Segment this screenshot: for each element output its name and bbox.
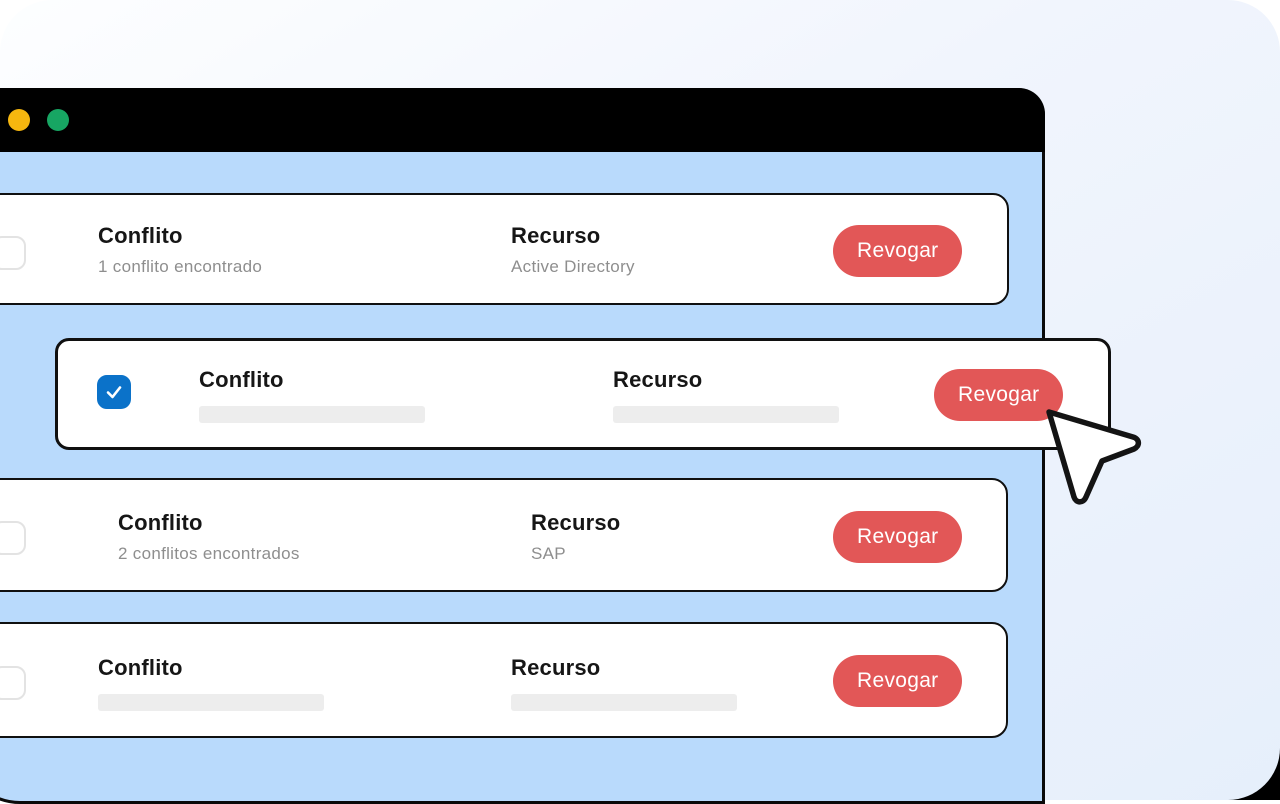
resource-placeholder-bar: [511, 694, 737, 711]
resource-value: SAP: [531, 544, 566, 563]
revoke-button[interactable]: Revogar: [833, 511, 963, 563]
conflict-row-4: Conflito Recurso Revogar: [0, 622, 1008, 738]
conflict-value: 2 conflitos encontrados: [118, 544, 300, 563]
conflict-field: Conflito 1 conflito encontrado: [98, 223, 262, 277]
conflict-row-2-active: Conflito Recurso Revogar: [55, 338, 1111, 450]
arrow-cursor-icon: [1046, 409, 1142, 505]
conflict-field: Conflito: [98, 655, 324, 711]
conflict-placeholder-bar: [199, 406, 425, 423]
resource-placeholder-bar: [613, 406, 839, 423]
row-checkbox[interactable]: [0, 666, 26, 700]
conflict-placeholder-bar: [98, 694, 324, 711]
conflict-field: Conflito 2 conflitos encontrados: [118, 510, 300, 564]
conflict-label: Conflito: [98, 655, 183, 680]
resource-field: Recurso: [613, 367, 839, 423]
resource-field: Recurso SAP: [531, 510, 620, 564]
traffic-light-dots: [8, 109, 69, 131]
conflict-label: Conflito: [118, 510, 203, 535]
row-checkbox[interactable]: [0, 521, 26, 555]
resource-value: Active Directory: [511, 257, 635, 276]
resource-label: Recurso: [613, 367, 703, 392]
revoke-button[interactable]: Revogar: [934, 369, 1064, 421]
checkmark-icon: [106, 386, 122, 399]
conflict-label: Conflito: [98, 223, 183, 248]
yellow-dot-icon[interactable]: [8, 109, 30, 131]
conflict-field: Conflito: [199, 367, 425, 423]
resource-field: Recurso: [511, 655, 737, 711]
revoke-button[interactable]: Revogar: [833, 655, 963, 707]
conflict-row-3: Conflito 2 conflitos encontrados Recurso…: [0, 478, 1008, 592]
revoke-button[interactable]: Revogar: [833, 225, 963, 277]
row-checkbox[interactable]: [0, 236, 26, 270]
conflict-label: Conflito: [199, 367, 284, 392]
row-checkbox-checked[interactable]: [97, 375, 131, 409]
resource-label: Recurso: [511, 223, 601, 248]
resource-label: Recurso: [511, 655, 601, 680]
window-titlebar: [0, 88, 1045, 152]
conflict-row-1: Conflito 1 conflito encontrado Recurso A…: [0, 193, 1009, 305]
conflict-value: 1 conflito encontrado: [98, 257, 263, 276]
resource-field: Recurso Active Directory: [511, 223, 635, 277]
green-dot-icon[interactable]: [47, 109, 69, 131]
resource-label: Recurso: [531, 510, 621, 535]
